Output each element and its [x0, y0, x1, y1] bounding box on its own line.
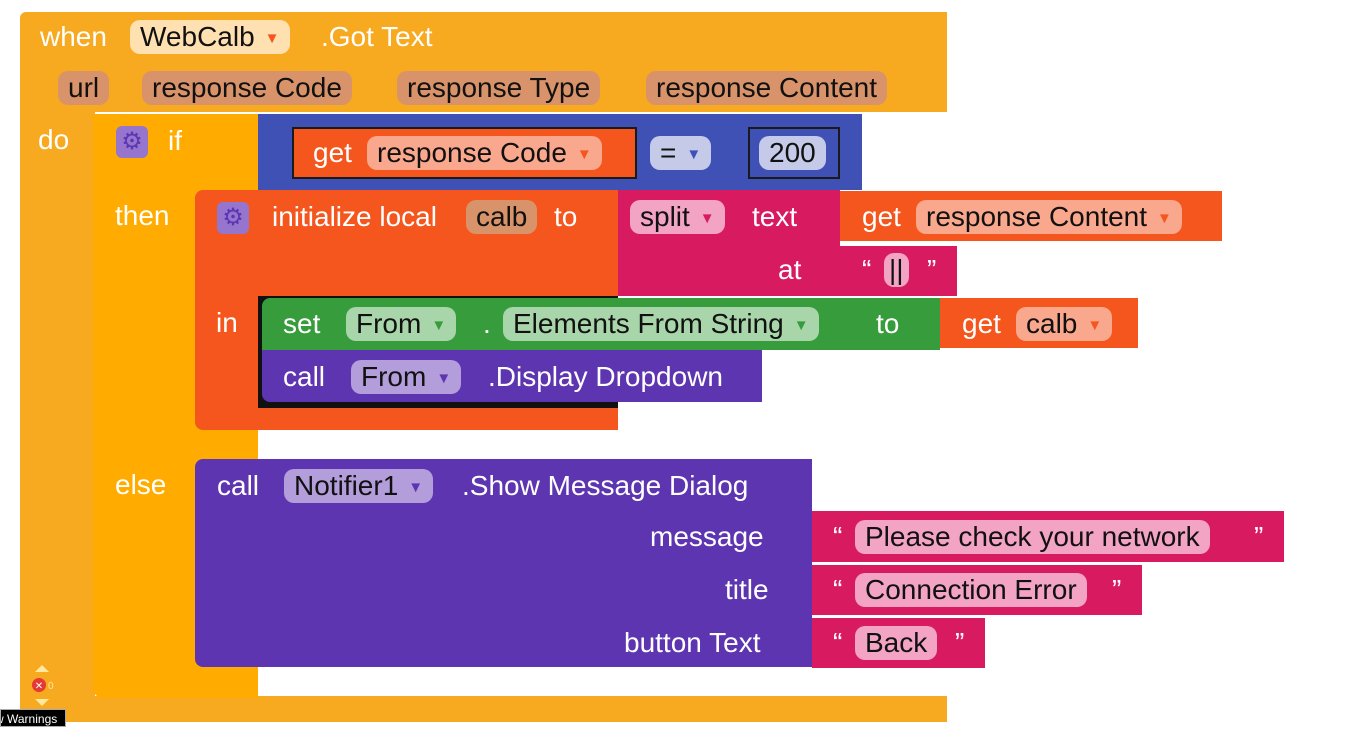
close-quote: ”	[927, 254, 937, 285]
close-quote: ”	[1254, 521, 1264, 552]
close-quote: ”	[955, 627, 965, 658]
chevron-down-icon: ▼	[436, 369, 452, 387]
property-dropdown[interactable]: Elements From String▼	[503, 307, 819, 341]
button-text-label: button Text	[624, 627, 761, 658]
set-label: set	[283, 308, 321, 339]
if-label: if	[168, 125, 182, 156]
to-label: to	[554, 201, 578, 232]
show-warnings-button[interactable]: w Warnings	[0, 709, 66, 727]
event-block-bottom	[20, 696, 947, 722]
separator-text-field[interactable]: ||	[884, 253, 909, 287]
param-response-type[interactable]: response Type	[397, 71, 601, 105]
in-label: in	[216, 307, 238, 338]
else-label: else	[115, 469, 167, 500]
title-label: title	[725, 574, 769, 605]
response-content-dropdown[interactable]: response Content▼	[916, 200, 1182, 234]
button-text-field[interactable]: Back	[855, 626, 938, 660]
chevron-down-icon: ▼	[264, 29, 280, 47]
if-gear-icon[interactable]: ⚙	[116, 126, 148, 158]
param-url[interactable]: url	[58, 71, 110, 105]
get-label-3: get	[962, 308, 1001, 339]
chevron-down-icon: ▼	[1157, 209, 1172, 227]
chevron-down-icon: ▼	[431, 316, 447, 334]
show-message-dialog-label: .Show Message Dialog	[462, 470, 749, 501]
message-text-field[interactable]: Please check your network	[855, 520, 1210, 554]
chevron-down-icon: ▼	[686, 145, 702, 163]
then-label: then	[115, 200, 170, 231]
chevron-down-icon: ▼	[699, 209, 715, 227]
equals-operator-dropdown[interactable]: =▼	[650, 136, 712, 170]
init-gear-icon[interactable]: ⚙	[217, 202, 249, 234]
chevron-down-icon: ▼	[576, 145, 592, 163]
do-label: do	[38, 124, 70, 155]
local-var-name-calb[interactable]: calb	[466, 200, 538, 234]
dot-label: .	[483, 308, 491, 339]
call-component-dropdown[interactable]: From▼	[351, 360, 462, 394]
title-text-field[interactable]: Connection Error	[855, 573, 1087, 607]
warning-arrows-icon[interactable]: ✕	[31, 664, 53, 708]
param-response-content[interactable]: response Content	[646, 71, 888, 105]
param-response-code[interactable]: response Code	[142, 71, 352, 105]
chevron-down-icon: ▼	[408, 478, 424, 496]
set-to-label: to	[876, 308, 900, 339]
split-dropdown[interactable]: split▼	[630, 200, 725, 234]
initialize-local-label: initialize local	[272, 201, 437, 232]
get-label: get	[313, 137, 352, 168]
notifier-dropdown[interactable]: Notifier1▼	[284, 469, 434, 503]
svg-text:✕: ✕	[35, 681, 43, 692]
event-block-body-left	[20, 112, 95, 700]
display-dropdown-label: .Display Dropdown	[488, 361, 723, 392]
chevron-down-icon: ▼	[793, 316, 809, 334]
message-label: message	[650, 521, 764, 552]
webcalb-label: WebCalb	[140, 21, 255, 52]
got-text-label: .Got Text	[321, 21, 433, 52]
response-code-dropdown[interactable]: response Code▼	[367, 136, 602, 170]
split-text-label: text	[752, 201, 798, 232]
open-quote: “	[833, 521, 843, 552]
call-label: call	[283, 361, 326, 392]
call-label-2: call	[217, 470, 260, 501]
open-quote: “	[833, 627, 843, 658]
open-quote: “	[833, 574, 843, 605]
webcalb-dropdown[interactable]: WebCalb ▼	[130, 20, 290, 54]
open-quote: “	[862, 254, 872, 285]
close-quote: ”	[1112, 574, 1122, 605]
when-label: when	[40, 21, 107, 52]
split-at-label: at	[778, 254, 802, 285]
warnings-indicator[interactable]: ✕ 0	[31, 664, 54, 708]
warning-count: 0	[48, 681, 54, 692]
chevron-down-icon: ▼	[1087, 316, 1103, 334]
set-component-dropdown[interactable]: From▼	[346, 307, 457, 341]
get-label-2: get	[862, 201, 901, 232]
call-display-dropdown-block[interactable]	[262, 350, 762, 402]
number-200-field[interactable]: 200	[759, 136, 826, 170]
calb-dropdown[interactable]: calb▼	[1016, 307, 1113, 341]
